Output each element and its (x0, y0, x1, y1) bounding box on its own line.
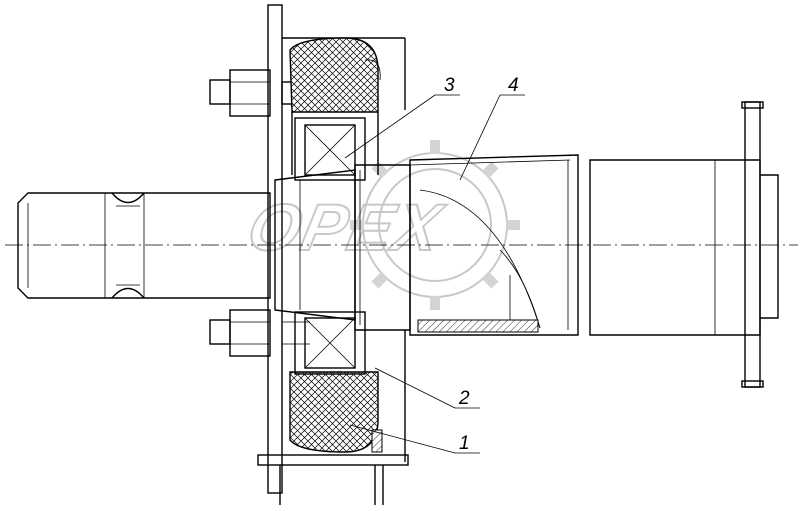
lower-bolt (209, 309, 310, 357)
callout-3: 3 (444, 75, 455, 96)
gear-icon (350, 140, 520, 310)
drive-shaft (589, 101, 779, 388)
elastic-ring-lower (289, 371, 383, 453)
input-shaft (17, 192, 271, 299)
output-housing (409, 154, 579, 336)
callout-2: 2 (458, 388, 470, 409)
callout-1: 1 (459, 433, 470, 454)
bearing-lower (294, 311, 366, 375)
mounting-bracket (257, 4, 409, 505)
watermark-text: OPEX (242, 192, 450, 265)
leader-lines (344, 94, 525, 454)
watermark-logo: OPEX (241, 140, 520, 310)
bearing-upper (294, 117, 366, 181)
elastic-ring-upper (289, 37, 381, 175)
callout-4: 4 (508, 75, 519, 96)
